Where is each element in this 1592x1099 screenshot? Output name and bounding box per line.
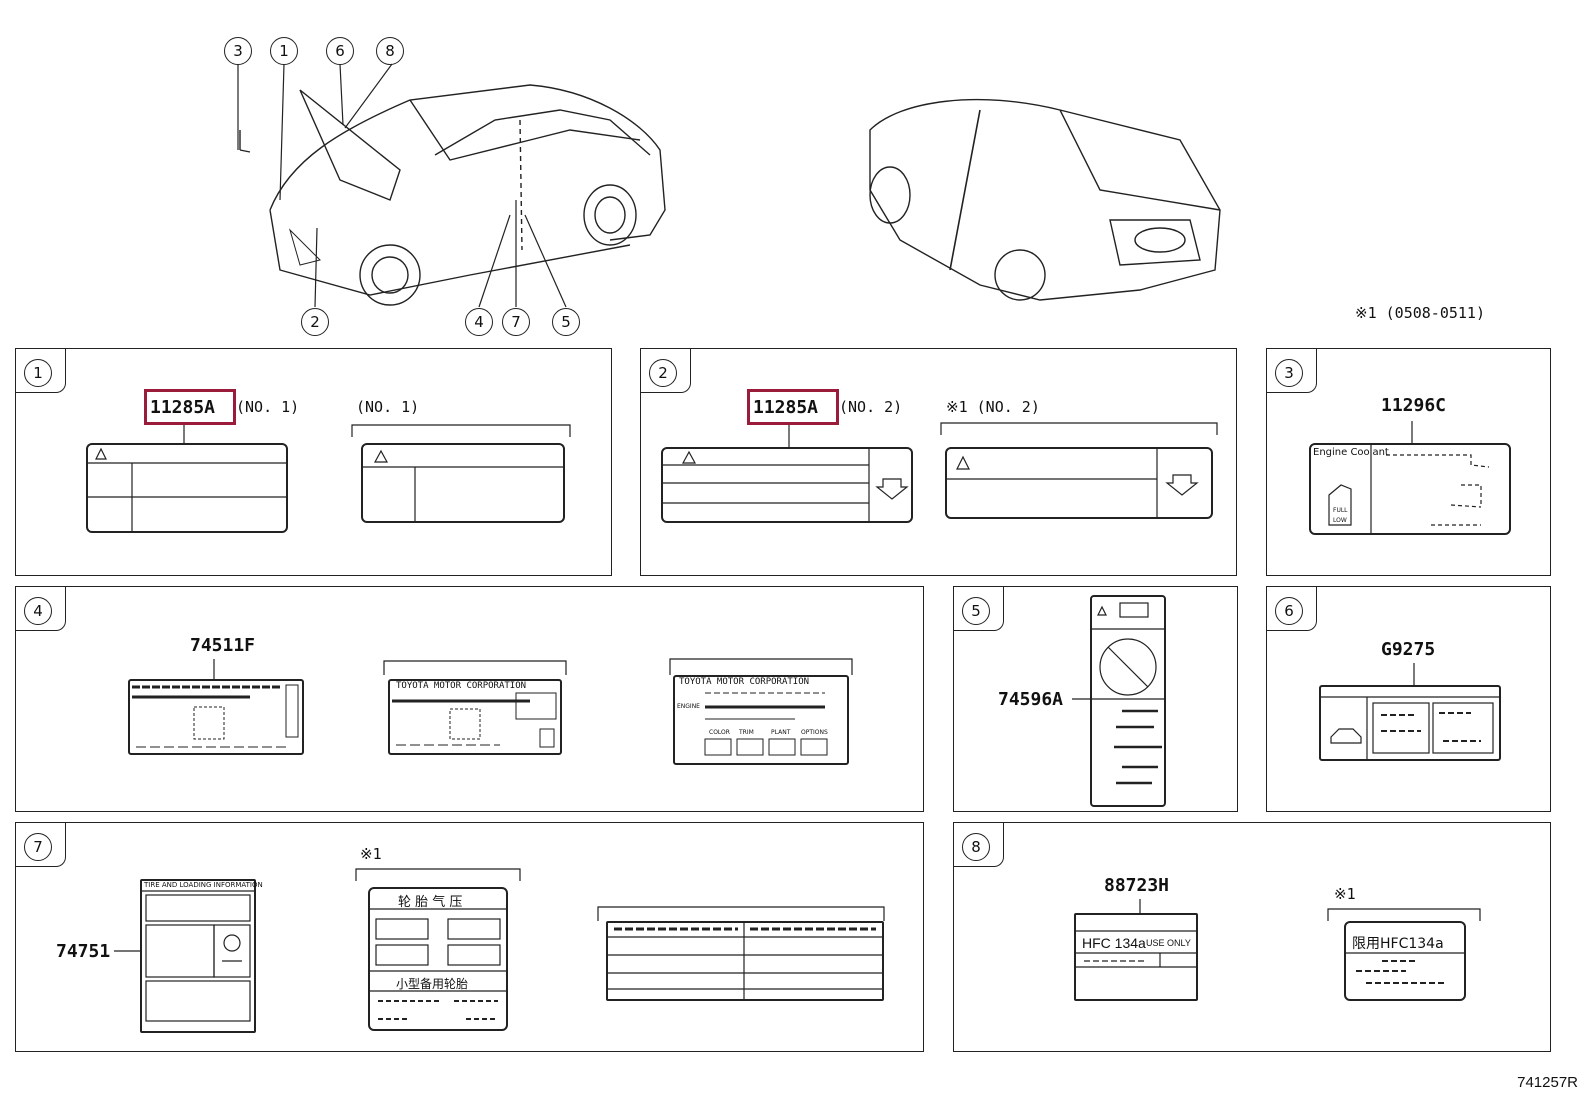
alt-part-label: ※1 (NO. 2) bbox=[946, 398, 1040, 416]
tire-pressure-label: 轮 胎 气 压 小型备用轮胎 bbox=[368, 887, 508, 1031]
leader-lines bbox=[1072, 698, 1090, 700]
leader-lines bbox=[788, 422, 1218, 447]
part-number[interactable]: 11285A bbox=[753, 397, 819, 418]
options-field: OPTIONS bbox=[801, 729, 828, 736]
leader-lines bbox=[213, 658, 853, 679]
panel-8: 8 88723H ※1 HFC 134a USE ONLY 限用HFC134a bbox=[953, 822, 1551, 1052]
refrigerant-label-alt: 限用HFC134a bbox=[1344, 921, 1466, 1001]
callout-4: 4 bbox=[465, 308, 493, 336]
tire-placard-label bbox=[606, 921, 884, 1001]
callout-leaders bbox=[237, 63, 567, 308]
alt-part-label: ※1 bbox=[1334, 885, 1356, 903]
airbag-warning-label bbox=[1090, 595, 1166, 807]
vin-label-c: TOYOTA MOTOR CORPORATION ENGINE COLOR TR… bbox=[673, 675, 849, 765]
panel-4: 4 74511F TOYOTA MOTOR CORPORATION TOYOTA… bbox=[15, 586, 924, 812]
part-number[interactable]: 11296C bbox=[1381, 395, 1447, 416]
panel-number: 3 bbox=[1275, 359, 1303, 387]
callout-7: 7 bbox=[502, 308, 530, 336]
panel-5: 5 74596A bbox=[953, 586, 1238, 812]
part-number[interactable]: 74511F bbox=[190, 635, 256, 656]
spare-tire-title: 小型备用轮胎 bbox=[396, 977, 469, 991]
coolant-label-text: Engine Coolant bbox=[1313, 447, 1389, 458]
vin-label-a bbox=[128, 679, 304, 755]
warning-label-b bbox=[945, 447, 1213, 519]
panel-number: 8 bbox=[962, 833, 990, 861]
coolant-label: Engine Coolant FULL LOW bbox=[1309, 443, 1511, 535]
leader-lines bbox=[1413, 663, 1415, 685]
refrigerant-type-alt: 限用HFC134a bbox=[1352, 936, 1444, 952]
callout-2: 2 bbox=[301, 308, 329, 336]
part-number[interactable]: G9275 bbox=[1381, 639, 1436, 660]
tire-info-title: TIRE AND LOADING INFORMATION bbox=[144, 881, 263, 889]
panel-corner bbox=[16, 823, 66, 867]
panel-corner bbox=[16, 587, 66, 631]
refrigerant-type: HFC 134a bbox=[1082, 935, 1146, 951]
refrigerant-label: HFC 134a USE ONLY bbox=[1074, 913, 1198, 1001]
panel-number: 5 bbox=[962, 597, 990, 625]
leader-lines bbox=[1411, 421, 1413, 443]
callout-5: 5 bbox=[552, 308, 580, 336]
highlight-box bbox=[747, 389, 839, 425]
alt-part-label: (NO. 1) bbox=[356, 398, 420, 416]
panel-corner bbox=[641, 349, 691, 393]
alt-part-label: ※1 bbox=[360, 845, 382, 863]
callout-8: 8 bbox=[376, 37, 404, 65]
vehicle-rear-illustration bbox=[869, 98, 1221, 301]
panel-corner bbox=[1267, 349, 1317, 393]
panel-number: 1 bbox=[24, 359, 52, 387]
mfr-name: TOYOTA MOTOR CORPORATION bbox=[396, 681, 527, 691]
use-only-text: USE ONLY bbox=[1146, 938, 1191, 948]
color-field: COLOR bbox=[709, 729, 730, 736]
panel-number: 4 bbox=[24, 597, 52, 625]
leader-lines bbox=[114, 868, 885, 952]
low-mark: LOW bbox=[1333, 517, 1347, 524]
leader-lines bbox=[183, 424, 571, 443]
panel-number: 2 bbox=[649, 359, 677, 387]
vehicle-front-illustration bbox=[239, 84, 666, 306]
highlight-box bbox=[144, 389, 236, 425]
panel-7: 7 74751 ※1 TIRE AND LOADING INFORMATION … bbox=[15, 822, 924, 1052]
panel-corner bbox=[954, 587, 1004, 631]
part-suffix: (NO. 2) bbox=[839, 398, 903, 416]
leader-lines bbox=[1139, 899, 1481, 921]
part-suffix: (NO. 1) bbox=[236, 398, 300, 416]
trim-field: TRIM bbox=[739, 729, 754, 736]
panel-3: 3 11296C Engine Coolant FULL LOW bbox=[1266, 348, 1551, 576]
panel-corner bbox=[16, 349, 66, 393]
panel-1: 1 11285A (NO. 1) (NO. 1) bbox=[15, 348, 612, 576]
warning-label-b bbox=[361, 443, 565, 523]
panel-number: 6 bbox=[1275, 597, 1303, 625]
warning-label-a bbox=[86, 443, 288, 533]
part-number[interactable]: 74596A bbox=[998, 689, 1064, 710]
part-number[interactable]: 74751 bbox=[56, 941, 111, 962]
tire-pressure-title: 轮 胎 气 压 bbox=[398, 895, 463, 910]
panel-corner bbox=[1267, 587, 1317, 631]
panel-number: 7 bbox=[24, 833, 52, 861]
vin-label-b: TOYOTA MOTOR CORPORATION bbox=[388, 679, 562, 755]
panel-corner bbox=[954, 823, 1004, 867]
callout-6: 6 bbox=[326, 37, 354, 65]
tire-info-label: TIRE AND LOADING INFORMATION bbox=[140, 879, 263, 1033]
engine-field: ENGINE bbox=[677, 703, 700, 710]
panel-2: 2 11285A (NO. 2) ※1 (NO. 2) bbox=[640, 348, 1237, 576]
part-number[interactable]: 88723H bbox=[1104, 875, 1170, 896]
emission-label bbox=[1319, 685, 1501, 761]
footnote-label: ※1 (0508-0511) bbox=[1355, 304, 1485, 322]
part-number[interactable]: 11285A bbox=[150, 397, 216, 418]
plant-field: PLANT bbox=[771, 729, 791, 736]
warning-label-a bbox=[661, 447, 913, 523]
full-mark: FULL bbox=[1333, 507, 1348, 514]
panel-6: 6 G9275 bbox=[1266, 586, 1551, 812]
drawing-id: 741257R bbox=[1517, 1074, 1578, 1091]
mfr-name: TOYOTA MOTOR CORPORATION bbox=[679, 677, 810, 687]
